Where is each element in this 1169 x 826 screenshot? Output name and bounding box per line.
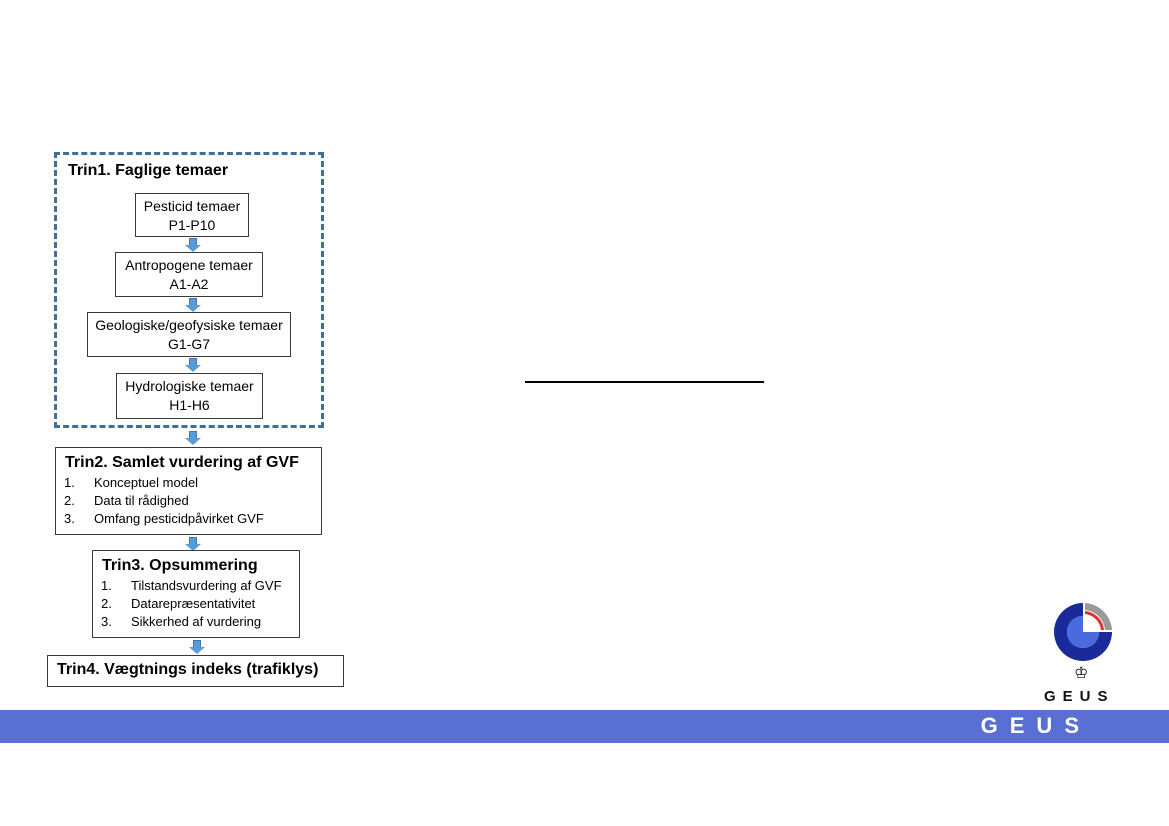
divider-line	[525, 381, 764, 383]
geus-logo-icon	[1054, 603, 1112, 661]
hydrologiske-code: H1-H6	[169, 397, 210, 413]
crown-icon: ♔	[1074, 665, 1089, 682]
footer-bar	[0, 710, 1169, 743]
geologiske-box: Geologiske/geofysiske temaer G1-G7	[87, 312, 291, 357]
list-item: 2.Data til rådighed	[64, 493, 189, 508]
trin4-box: Trin4. Vægtnings indeks (trafiklys)	[47, 655, 344, 687]
pesticid-box: Pesticid temaer P1-P10	[135, 193, 249, 237]
trin1-container	[54, 152, 324, 428]
arrow-down-icon	[185, 431, 201, 445]
geologiske-label: Geologiske/geofysiske temaer	[95, 317, 283, 333]
list-item: 1.Tilstandsvurdering af GVF	[101, 578, 282, 593]
pesticid-label: Pesticid temaer	[143, 198, 241, 214]
trin2-box: Trin2. Samlet vurdering af GVF 1.Koncept…	[55, 447, 322, 535]
arrow-down-icon	[185, 238, 201, 252]
list-item: 3.Omfang pesticidpåvirket GVF	[64, 511, 264, 526]
arrow-down-icon	[189, 640, 205, 654]
antropogene-label: Antropogene temaer	[125, 257, 253, 273]
list-item: 1.Konceptuel model	[64, 475, 199, 490]
logo-text: GEUS	[1044, 688, 1115, 705]
arrow-down-icon	[185, 537, 201, 551]
trin4-title: Trin4. Vægtnings indeks (trafiklys)	[57, 661, 319, 678]
pesticid-code: P1-P10	[168, 217, 216, 233]
trin3-title: Trin3. Opsummering	[102, 557, 258, 574]
hydrologiske-label: Hydrologiske temaer	[125, 378, 254, 394]
arrow-down-icon	[185, 298, 201, 312]
antropogene-box: Antropogene temaer A1-A2	[115, 252, 263, 297]
list-item: 3.Sikkerhed af vurdering	[101, 614, 262, 629]
footer-brand: GEUS	[980, 713, 1091, 738]
trin2-title: Trin2. Samlet vurdering af GVF	[65, 454, 299, 471]
trin1-title: Trin1. Faglige temaer	[68, 162, 229, 179]
geologiske-code: G1-G7	[167, 336, 210, 352]
antropogene-code: A1-A2	[169, 276, 209, 292]
hydrologiske-box: Hydrologiske temaer H1-H6	[116, 373, 263, 419]
arrow-down-icon	[185, 358, 201, 372]
trin3-box: Trin3. Opsummering 1.Tilstandsvurdering …	[92, 550, 300, 638]
list-item: 2.Datarepræsentativitet	[101, 596, 256, 611]
